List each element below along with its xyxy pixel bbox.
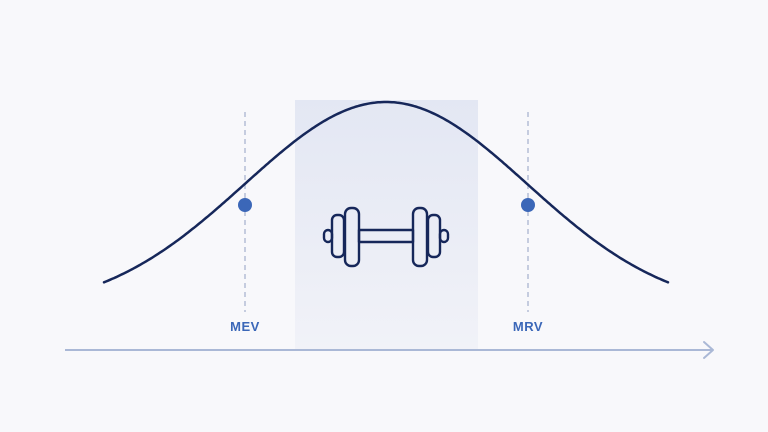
mrv-point [521,198,535,212]
bell-curve [102,100,670,284]
dumbbell-icon [322,206,450,268]
mev-label: MEV [230,319,260,334]
arrow-right-icon [703,341,714,359]
optimal-zone-band [295,100,478,350]
mev-point [238,198,252,212]
mrv-label: MRV [513,319,543,334]
